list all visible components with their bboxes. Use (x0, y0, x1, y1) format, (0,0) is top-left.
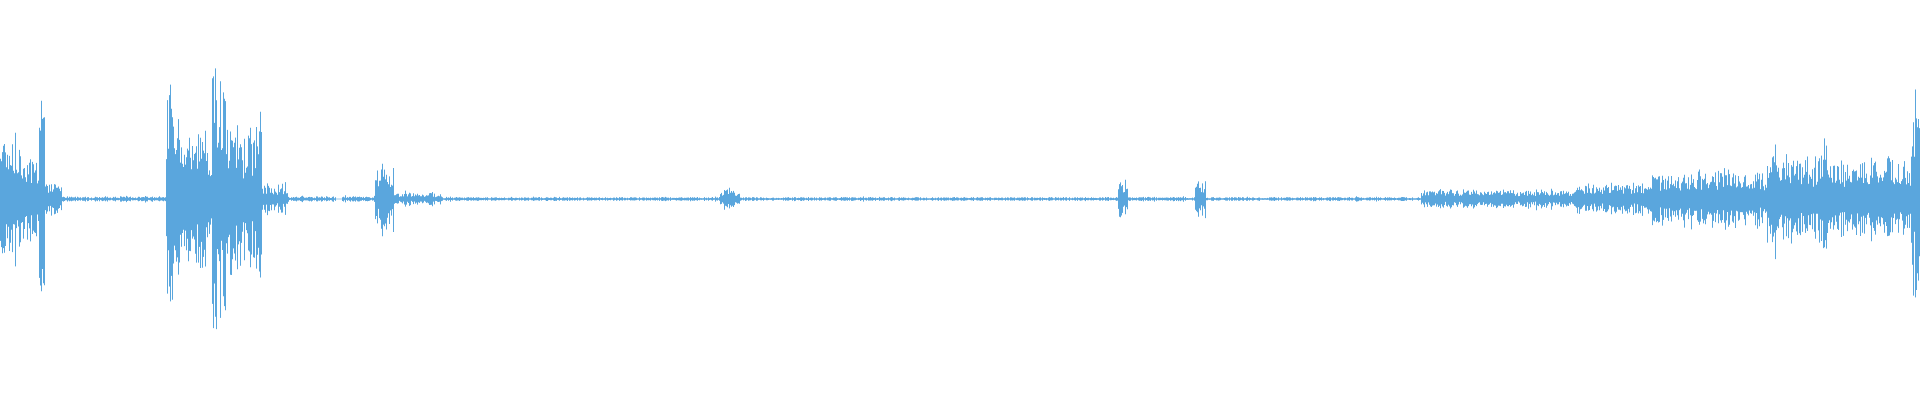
waveform-amplitude-path (0, 68, 1920, 330)
waveform-bars (0, 68, 1920, 330)
